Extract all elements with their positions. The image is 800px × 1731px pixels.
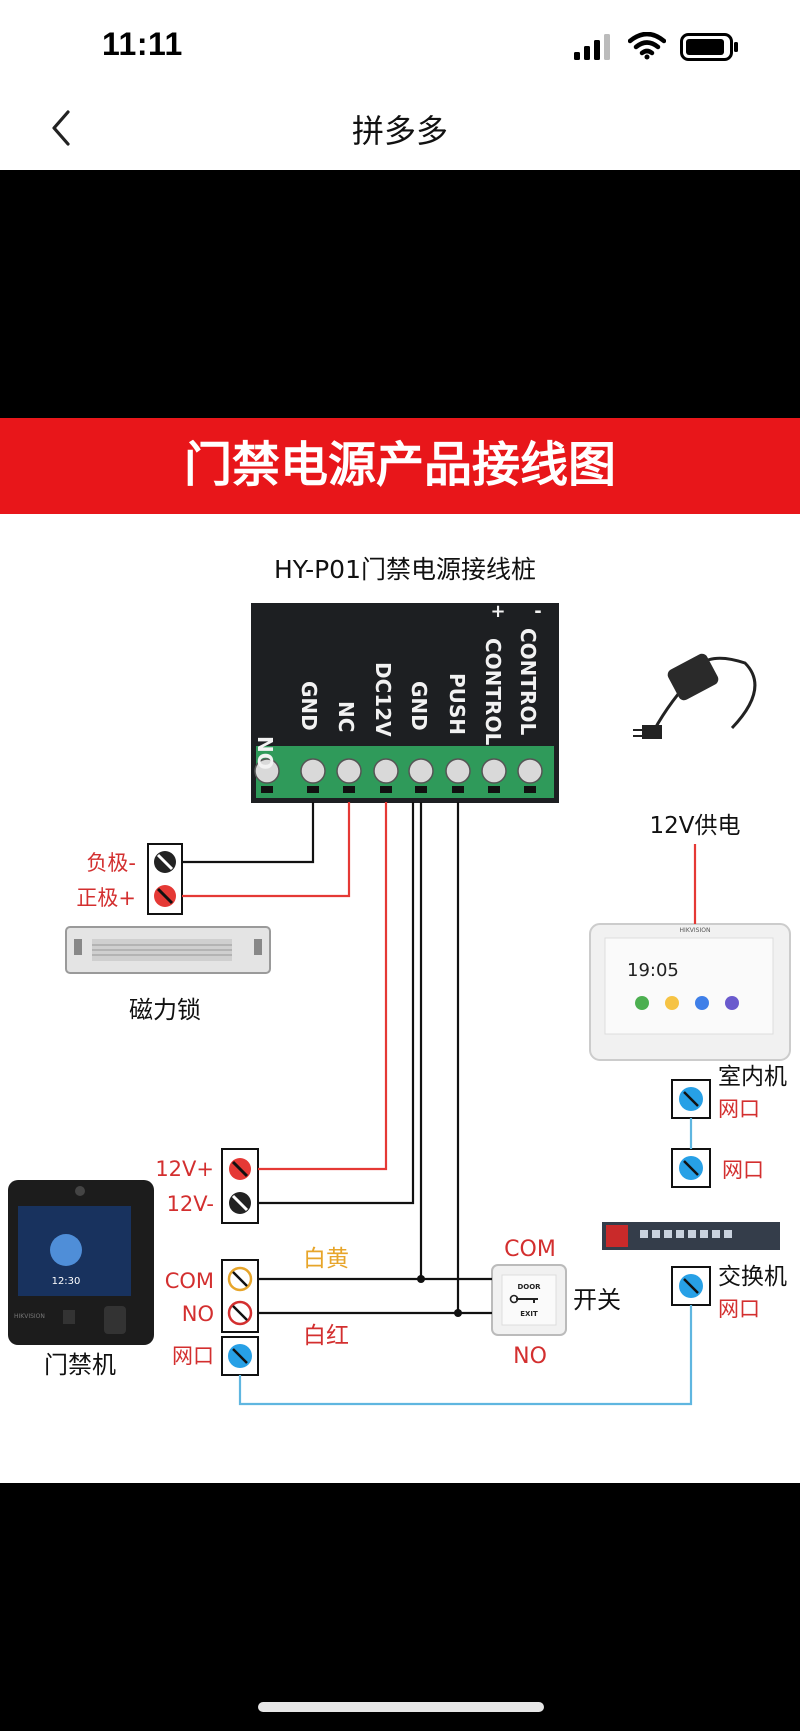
- wire-lock-positive: [182, 802, 351, 898]
- indoor-unit-label: 室内机: [718, 1064, 787, 1090]
- reader-12v-plus-label: 12V+: [155, 1157, 214, 1181]
- wire-reader-to-switch: [238, 1305, 693, 1406]
- power-adapter-icon: [633, 653, 757, 739]
- svg-text:EXIT: EXIT: [520, 1310, 538, 1318]
- terminal-label-no: NO: [253, 736, 277, 770]
- exit-button-com-label: COM: [504, 1237, 556, 1262]
- terminal-label-push: PUSH: [445, 673, 469, 735]
- lock-terminal-positive-label: 正极+: [76, 886, 136, 910]
- svg-text:12:30: 12:30: [52, 1276, 81, 1287]
- wiring-diagram-image: 门禁电源产品接线图 HY-P01门禁电源接线桩 NO GND NC DC12V …: [0, 418, 800, 1483]
- wire-reader-12v-plus: [258, 802, 388, 1171]
- wire-lock-negative: [182, 802, 315, 864]
- diagram-banner: [0, 418, 800, 514]
- signal-icon: [574, 34, 610, 60]
- indoor-unit-icon: 19:05 HIKVISION: [589, 923, 791, 1061]
- terminal-sign-plus: +: [490, 601, 505, 622]
- back-button[interactable]: [40, 106, 84, 150]
- lock-terminal-negative-label: 负极-: [86, 851, 136, 875]
- wifi-icon: [628, 32, 666, 60]
- exit-button-no-label: NO: [513, 1344, 547, 1369]
- network-switch-icon: [602, 1222, 780, 1250]
- terminal-sign-minus: -: [534, 601, 541, 622]
- reader-12v-minus-label: 12V-: [167, 1192, 214, 1216]
- page-title: 拼多多: [351, 112, 448, 150]
- status-time: 11:11: [102, 26, 183, 62]
- terminal-label-control-plus: CONTROL: [481, 638, 505, 745]
- reader-com-label: COM: [165, 1269, 214, 1293]
- svg-text:HIKVISION: HIKVISION: [14, 1313, 45, 1320]
- terminal-board: NO GND NC DC12V GND PUSH CONTROL CONTROL…: [251, 601, 559, 803]
- terminal-label-gnd-2: GND: [407, 681, 431, 731]
- switch-port-label: 网口: [718, 1297, 760, 1321]
- chevron-left-icon: [52, 110, 70, 146]
- switch-upper-port-label: 网口: [722, 1158, 764, 1182]
- switch-label: 交换机: [718, 1264, 787, 1290]
- lock-label: 磁力锁: [129, 996, 201, 1024]
- battery-icon: [680, 33, 738, 61]
- terminal-label-control-minus: CONTROL: [516, 628, 540, 735]
- magnetic-lock-icon: [65, 926, 271, 974]
- terminal-label-dc12v: DC12V: [371, 662, 395, 737]
- exit-button-label: 开关: [573, 1286, 621, 1314]
- terminal-label-nc: NC: [334, 701, 358, 732]
- nav-bar: 拼多多: [0, 88, 800, 170]
- indoor-unit-port-label: 网口: [718, 1097, 760, 1121]
- wire-reader-12v-minus: [258, 802, 415, 1205]
- svg-text:19:05: 19:05: [627, 960, 679, 981]
- exit-button-icon: DOOR EXIT: [491, 1264, 567, 1336]
- home-indicator: [258, 1702, 544, 1712]
- wire-label-white-red: 白红: [303, 1323, 349, 1349]
- access-reader-icon: 12:30 HIKVISION: [8, 1180, 154, 1345]
- svg-text:HIKVISION: HIKVISION: [680, 927, 711, 934]
- wire-label-white-yellow: 白黄: [303, 1246, 349, 1272]
- terminal-board-title: HY-P01门禁电源接线桩: [274, 555, 536, 584]
- svg-text:DOOR: DOOR: [517, 1283, 541, 1291]
- reader-net-label: 网口: [172, 1344, 214, 1368]
- power-label: 12V供电: [649, 813, 740, 839]
- status-bar: 11:11: [0, 0, 800, 88]
- reader-label: 门禁机: [44, 1351, 116, 1379]
- reader-no-label: NO: [182, 1302, 214, 1326]
- diagram-banner-title: 门禁电源产品接线图: [184, 437, 616, 493]
- terminal-label-gnd: GND: [297, 681, 321, 731]
